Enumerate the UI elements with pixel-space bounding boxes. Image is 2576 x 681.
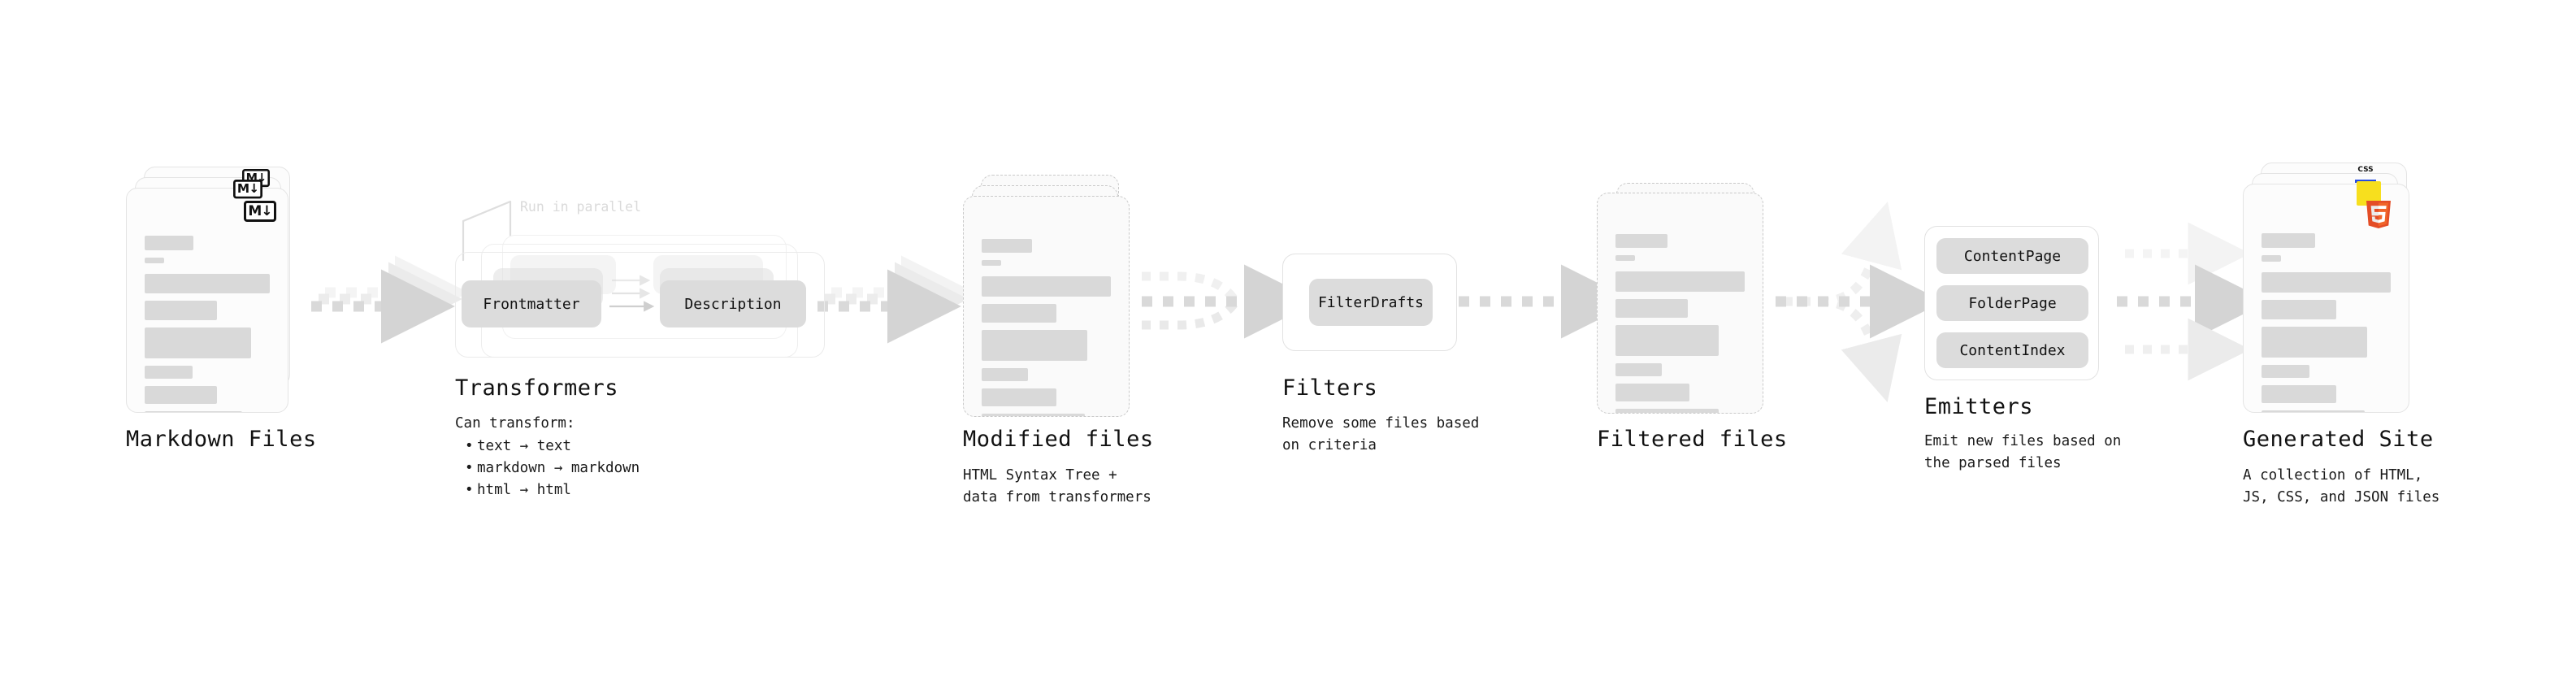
- file-skeleton-lines: [1598, 193, 1763, 413]
- skeleton-line: [145, 366, 193, 379]
- file-skeleton-lines: [964, 197, 1129, 416]
- stage-title-markdown-files: Markdown Files: [126, 427, 317, 452]
- skeleton-line: [145, 327, 251, 358]
- skeleton-line: [2262, 327, 2368, 358]
- stage-title-filters: Filters: [1282, 375, 1378, 401]
- skeleton-line: [1615, 363, 1663, 376]
- skeleton-line: [1615, 271, 1745, 292]
- skeleton-line: [2262, 233, 2315, 248]
- skeleton-line: [1615, 255, 1635, 261]
- markdown-icon: M↓: [244, 201, 289, 222]
- markdown-file-stack: M↓ M↓ M↓: [126, 167, 301, 419]
- html5-icon: [2365, 198, 2418, 234]
- skeleton-line: [2262, 385, 2337, 403]
- stage-title-emitters: Emitters: [1924, 394, 2034, 419]
- skeleton-line: [982, 260, 1001, 266]
- filter-pill-filterdrafts[interactable]: FilterDrafts: [1309, 279, 1433, 326]
- skeleton-line: [982, 304, 1057, 323]
- emitters-box: ContentPage FolderPage ContentIndex: [1924, 226, 2099, 380]
- skeleton-line: [2262, 410, 2366, 412]
- skeleton-line: [2262, 365, 2309, 378]
- skeleton-line: [145, 236, 193, 250]
- skeleton-line: [982, 239, 1032, 253]
- file-skeleton-lines: [2244, 184, 2409, 412]
- skeleton-line: [982, 276, 1111, 297]
- transformer-bullet: text → text: [465, 436, 640, 458]
- transformer-bullet: markdown → markdown: [465, 458, 640, 479]
- emitter-pill-contentindex[interactable]: ContentIndex: [1936, 332, 2088, 368]
- skeleton-line: [982, 368, 1029, 381]
- transformer-pill-label: Frontmatter: [483, 295, 580, 313]
- stage-subtitle-filters: Remove some files based on criteria: [1282, 415, 1480, 454]
- css-icon-label: CSS: [2357, 166, 2374, 174]
- css-icon: CSS: [2355, 167, 2418, 183]
- skeleton-line: [1615, 409, 1720, 413]
- transformers-bullet-list: text → text markdown → markdown html → h…: [462, 436, 640, 502]
- emitter-pill-contentpage[interactable]: ContentPage: [1936, 238, 2088, 274]
- skeleton-line: [1615, 299, 1689, 318]
- skeleton-line: [145, 258, 164, 263]
- stage-title-generated-site: Generated Site: [2243, 427, 2434, 452]
- emitter-pill-label: ContentPage: [1963, 247, 2062, 265]
- skeleton-line: [145, 411, 243, 412]
- connector-transformers-to-modified: [817, 255, 975, 344]
- emitter-pill-label: FolderPage: [1968, 294, 2057, 312]
- connector-markdown-to-transformers: [311, 255, 469, 344]
- transformer-pill-frontmatter[interactable]: Frontmatter: [462, 280, 601, 327]
- emitter-pill-label: ContentIndex: [1959, 341, 2066, 359]
- stage-title-transformers: Transformers: [455, 375, 619, 401]
- file-sheet-front: [126, 188, 288, 413]
- skeleton-line: [1615, 234, 1667, 248]
- skeleton-line: [145, 274, 270, 293]
- run-in-parallel-label: Run in parallel: [520, 199, 642, 215]
- skeleton-line: [982, 388, 1057, 406]
- generated-site-file-stack: CSS: [2243, 163, 2430, 419]
- stage-title-modified-files: Modified files: [963, 427, 1154, 452]
- stage-subtitle-generated-site: A collection of HTML, JS, CSS, and JSON …: [2243, 467, 2440, 506]
- skeleton-line: [145, 301, 218, 320]
- file-sheet-front: [1597, 193, 1763, 414]
- stage-subtitle-emitters: Emit new files based on the parsed files: [1924, 433, 2122, 472]
- skeleton-line: [2262, 255, 2281, 262]
- skeleton-line: [2262, 300, 2337, 319]
- transformer-pill-label: Description: [684, 295, 782, 313]
- transformer-box-front: [455, 252, 825, 358]
- connector-filtered-to-emitters: [1776, 202, 1944, 403]
- markdown-icon-mid: M↓: [233, 180, 289, 201]
- connector-modified-to-filters: [1142, 264, 1318, 339]
- stage-title-filtered-files: Filtered files: [1597, 427, 1788, 452]
- skeleton-line: [2262, 272, 2391, 293]
- transformer-bullet: html → html: [465, 479, 640, 501]
- skeleton-line: [1615, 325, 1720, 356]
- transformers-intro: Can transform:: [455, 415, 575, 432]
- skeleton-line: [982, 414, 1086, 416]
- connector-emitters-to-site: [2117, 222, 2269, 381]
- transformer-pill-description[interactable]: Description: [660, 280, 806, 327]
- file-skeleton-lines: [127, 189, 288, 412]
- skeleton-line: [145, 386, 218, 404]
- stage-subtitle-modified-files: HTML Syntax Tree + data from transformer…: [963, 467, 1151, 506]
- skeleton-line: [1615, 384, 1689, 401]
- file-sheet-front: [963, 196, 1130, 417]
- filtered-file-stack: [1597, 183, 1772, 427]
- emitter-pill-folderpage[interactable]: FolderPage: [1936, 285, 2088, 321]
- skeleton-line: [982, 330, 1088, 361]
- filters-box: FilterDrafts: [1282, 254, 1457, 351]
- modified-file-stack: [963, 175, 1138, 427]
- filter-pill-label: FilterDrafts: [1317, 293, 1425, 311]
